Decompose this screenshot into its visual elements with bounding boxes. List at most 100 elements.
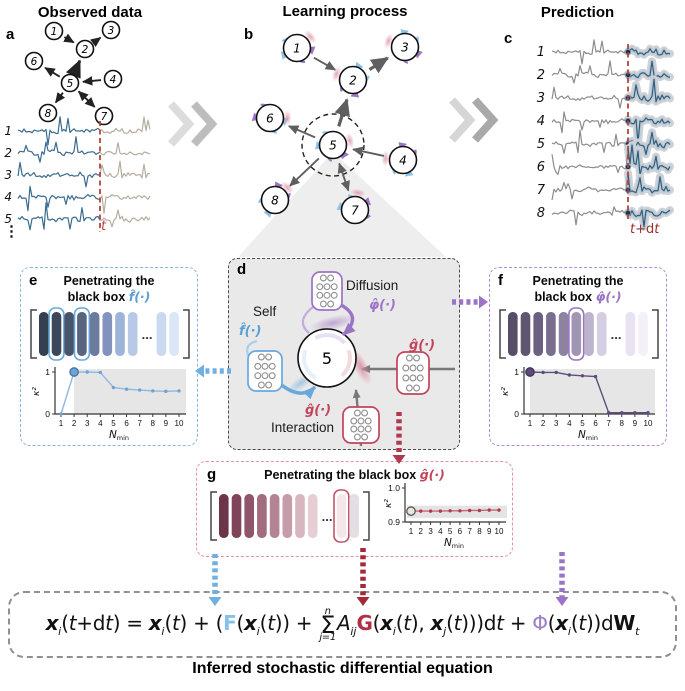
svg-text:10: 10 <box>495 527 504 536</box>
focus-dashed-circle <box>301 113 365 177</box>
g-hat-title-func: ĝ(·) <box>419 467 445 482</box>
feature-bars-phi: ... <box>499 307 659 361</box>
diffusion-network-icon <box>311 271 343 311</box>
feature-bar <box>336 494 347 538</box>
svg-text:1: 1 <box>514 367 519 377</box>
self-label: Self <box>253 304 277 319</box>
svg-text:0: 0 <box>45 409 50 419</box>
node-5-circle <box>297 328 357 388</box>
svg-text:3: 3 <box>401 40 409 54</box>
svg-text:1: 1 <box>409 527 414 536</box>
header-prediction: Prediction <box>540 4 615 21</box>
chevron-right-icon <box>449 97 499 143</box>
svg-text:4: 4 <box>110 74 117 86</box>
svg-text:2: 2 <box>82 44 89 56</box>
interaction-network-icon-bottom <box>342 406 380 444</box>
graph-node <box>103 69 123 89</box>
feature-bar <box>533 312 543 356</box>
svg-text:2: 2 <box>419 527 424 536</box>
svg-text:9: 9 <box>633 419 638 428</box>
svg-text:1: 1 <box>59 419 64 428</box>
feature-bar <box>244 494 254 538</box>
phi-hat-label: φ̂(·) <box>369 298 396 313</box>
time-t-label: t <box>101 219 107 234</box>
interaction-label: Interaction <box>271 420 335 435</box>
svg-text:2: 2 <box>4 146 12 160</box>
interaction-network-icon-right <box>396 351 430 395</box>
g-hat-bottom-label: ĝ(·) <box>305 403 332 418</box>
panel-g-title: Penetrating the black box ĝ(·) <box>264 467 445 482</box>
arrow-d-to-e <box>195 364 231 378</box>
feature-bar <box>282 494 293 538</box>
graph-node <box>318 130 348 160</box>
svg-text:10: 10 <box>175 419 184 428</box>
highlighted-point <box>525 367 535 377</box>
graph-node <box>24 51 44 71</box>
feature-bar <box>571 312 582 356</box>
g-hat-right-label: ĝ(·) <box>409 338 436 353</box>
svg-text:8: 8 <box>537 206 545 221</box>
svg-text:9: 9 <box>164 419 169 428</box>
svg-text:3: 3 <box>108 25 115 37</box>
svg-text:2: 2 <box>72 419 77 428</box>
svg-text:7: 7 <box>467 527 472 536</box>
svg-text:5: 5 <box>4 212 12 226</box>
panel-label-c: c <box>504 30 513 47</box>
feature-bar <box>51 312 62 356</box>
svg-text:5: 5 <box>111 419 116 428</box>
selected-bar-outline <box>568 307 585 361</box>
svg-text:1: 1 <box>293 41 301 55</box>
feature-bar <box>546 312 556 356</box>
svg-text:4: 4 <box>98 419 103 428</box>
feature-bar <box>39 312 49 356</box>
panel-label-d: d <box>237 261 247 278</box>
feature-bar <box>89 312 100 356</box>
panel-label-e: e <box>29 272 38 289</box>
svg-text:1: 1 <box>4 124 12 138</box>
svg-text:2: 2 <box>541 419 546 428</box>
diffusion-label: Diffusion <box>346 278 399 293</box>
node-5-label: 5 <box>322 349 332 368</box>
svg-text:5: 5 <box>448 527 453 536</box>
panel-label-g: g <box>207 466 217 483</box>
svg-text:7: 7 <box>537 183 546 198</box>
svg-text:3: 3 <box>537 91 545 106</box>
graph-node <box>390 32 420 62</box>
feature-bar <box>219 494 229 538</box>
feature-bar <box>269 494 280 538</box>
svg-text:7: 7 <box>137 419 142 428</box>
svg-text:6: 6 <box>537 160 545 175</box>
feature-bar <box>307 494 318 538</box>
selected-bar-outline <box>333 489 350 543</box>
svg-text:9: 9 <box>487 527 492 536</box>
highlighted-point <box>69 367 79 377</box>
feature-bar <box>295 494 305 538</box>
svg-text:1: 1 <box>528 419 533 428</box>
svg-text:0: 0 <box>514 409 519 419</box>
feature-bar <box>231 494 242 538</box>
svg-text:0.9: 0.9 <box>388 517 400 527</box>
svg-text:Nmin: Nmin <box>578 429 598 442</box>
graph-node <box>338 65 368 95</box>
selected-bar-outline <box>73 307 91 361</box>
feature-bar <box>77 312 87 356</box>
graph-node <box>60 73 80 93</box>
panel-label-a: a <box>6 26 15 43</box>
self-arrow <box>277 381 317 400</box>
svg-text:7: 7 <box>606 419 611 428</box>
svg-text:...: ... <box>322 509 333 524</box>
svg-text:6: 6 <box>124 419 129 428</box>
feature-bar <box>169 312 179 356</box>
svg-text:1: 1 <box>45 367 50 377</box>
arrow-d-to-g <box>392 412 406 464</box>
panel-label-b: b <box>244 26 254 43</box>
